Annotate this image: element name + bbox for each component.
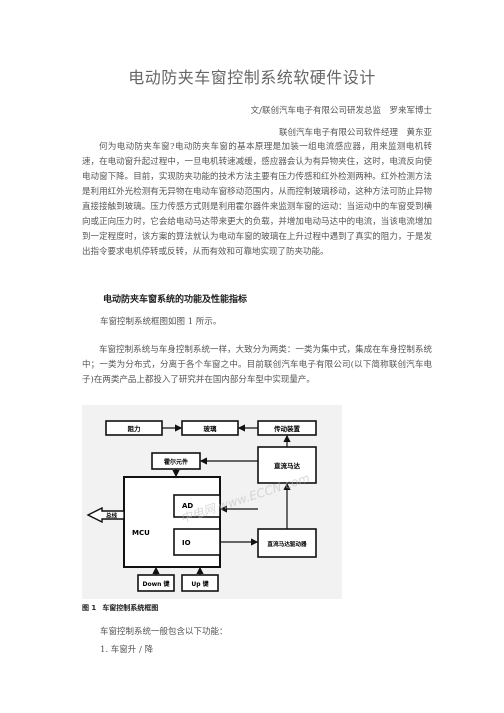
io-label: IO	[182, 539, 191, 547]
caption-number: 图 1	[82, 604, 97, 612]
figure-reference: 车窗控制系统框图如图 1 所示。	[100, 317, 222, 327]
figure-caption: 图 1 车窗控制系统框图	[82, 603, 164, 613]
ad-label: AD	[182, 502, 193, 510]
power-label: 阻力	[128, 424, 142, 433]
gear-label: 传动装置	[273, 424, 301, 433]
author-line-1: 文/联创汽车电子有限公司研发总监 罗来军博士	[250, 106, 432, 116]
motor-label: 直流马达	[274, 461, 301, 470]
intro-paragraph: 何为电动防夹车窗?电动防夹车窗的基本原理是加装一组电流感应器，用来监测电机转速，…	[82, 142, 432, 257]
io-box	[173, 528, 221, 556]
document-title: 电动防夹车窗控制系统软硬件设计	[128, 68, 376, 87]
mcu-label: MCU	[132, 529, 150, 537]
caption-text: 车窗控制系统框图	[102, 604, 159, 612]
author-line-2: 联创汽车电子有限公司软件经理 黄东亚	[278, 128, 432, 138]
down-key-label: Down 键	[142, 580, 170, 588]
bus-arrow	[86, 506, 125, 524]
section-heading: 电动防夹车窗系统的功能及性能指标	[103, 295, 248, 305]
block-diagram: 阻力 玻璃 传动装置 霍尔元件 直流马达 MCU AD IO 总线 直流马达驱动…	[82, 405, 342, 599]
list-item-1: 1. 车窗升 / 降	[100, 645, 154, 655]
hall-sensor-label: 霍尔元件	[164, 458, 188, 466]
paragraph-2: 车窗控制系统与车身控制系统一样，大致分为两类：一类为集中式，集成在车身控制系统中…	[82, 345, 432, 385]
driver-box	[257, 528, 317, 558]
functions-intro: 车窗控制系统一般包含以下功能：	[100, 627, 228, 637]
up-key-label: Up 键	[191, 580, 209, 588]
driver-label: 直流马达驱动器	[267, 540, 307, 548]
bus-label: 总线	[106, 512, 118, 520]
glass-label: 玻璃	[204, 424, 218, 433]
